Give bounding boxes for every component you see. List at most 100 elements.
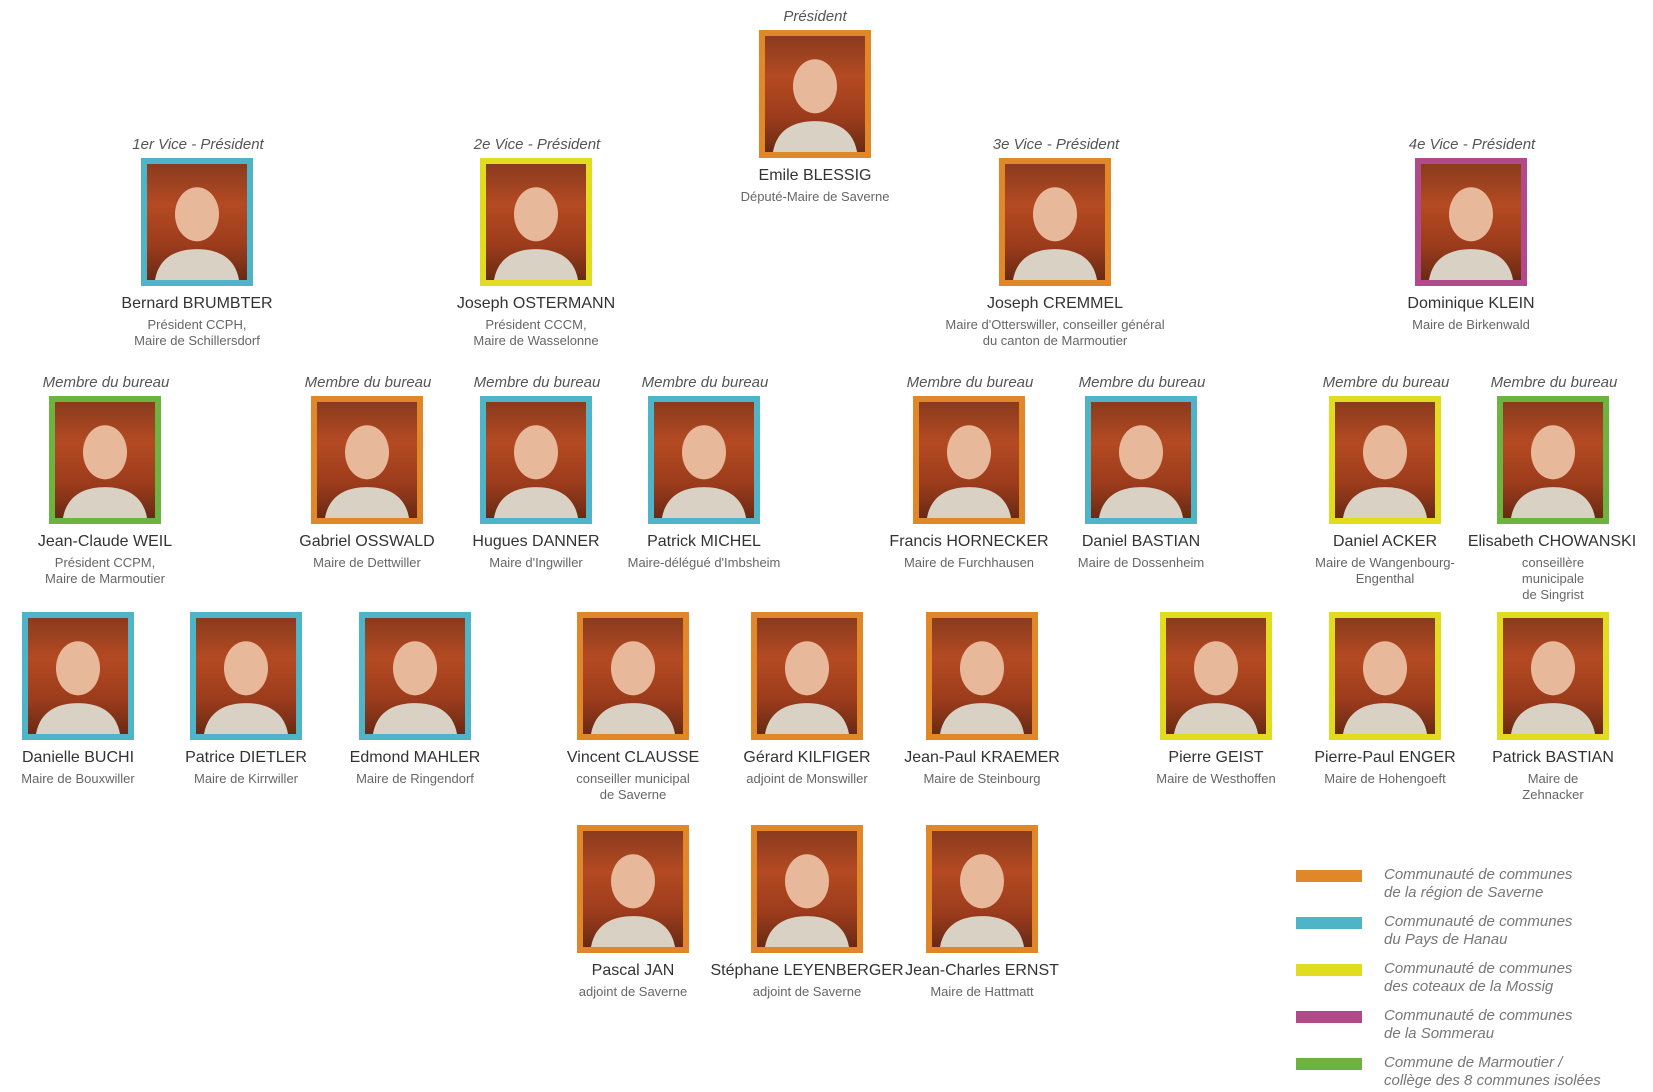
member-photo bbox=[926, 825, 1038, 953]
face-shape bbox=[960, 854, 1004, 909]
member-description: Maire de Birkenwald bbox=[1412, 317, 1530, 332]
member-photo bbox=[751, 825, 863, 953]
role-label: Membre du bureau bbox=[304, 374, 432, 391]
portrait-silhouette bbox=[591, 854, 675, 947]
legend-swatch bbox=[1296, 917, 1362, 929]
member-description: Maire de Dettwiller bbox=[313, 555, 421, 570]
member-name: Joseph CREMMEL bbox=[986, 295, 1124, 312]
portrait-silhouette bbox=[1511, 425, 1595, 518]
shoulders-shape bbox=[494, 249, 578, 280]
member-description: Maire d'Otterswiller, conseiller général… bbox=[945, 317, 1165, 348]
member-name: Joseph OSTERMANN bbox=[456, 295, 616, 312]
shoulders-shape bbox=[36, 703, 120, 734]
legend-label: Communauté de communes de la région de S… bbox=[1384, 866, 1573, 901]
portrait-silhouette bbox=[940, 854, 1024, 947]
role-label: 1er Vice - Président bbox=[132, 136, 264, 153]
role-label: Membre du bureau bbox=[1078, 374, 1206, 391]
member-description: Maire de Westhoffen bbox=[1156, 771, 1276, 786]
role-label: Membre du bureau bbox=[1322, 374, 1450, 391]
face-shape bbox=[611, 854, 655, 909]
member-photo bbox=[751, 612, 863, 740]
member-name: Vincent CLAUSSE bbox=[566, 749, 700, 766]
legend-label: Commune de Marmoutier / collège des 8 co… bbox=[1384, 1054, 1601, 1089]
role-label: 4e Vice - Président bbox=[1408, 136, 1536, 153]
member-description: Maire de Steinbourg bbox=[923, 771, 1041, 786]
shoulders-shape bbox=[325, 487, 409, 518]
face-shape bbox=[514, 425, 558, 480]
member-name: Pierre-Paul ENGER bbox=[1314, 749, 1456, 766]
member-photo bbox=[759, 30, 871, 158]
member-name: Francis HORNECKER bbox=[889, 533, 1049, 550]
shoulders-shape bbox=[940, 703, 1024, 734]
member-name: Edmond MAHLER bbox=[349, 749, 481, 766]
shoulders-shape bbox=[1429, 249, 1513, 280]
member-description: Maire-délégué d'Imbsheim bbox=[627, 555, 781, 570]
legend-swatch bbox=[1296, 870, 1362, 882]
member-description: Maire de Hohengoeft bbox=[1324, 771, 1446, 786]
member-name: Bernard BRUMBTER bbox=[121, 295, 273, 312]
shoulders-shape bbox=[1511, 703, 1595, 734]
face-shape bbox=[611, 641, 655, 696]
face-shape bbox=[393, 641, 437, 696]
shoulders-shape bbox=[662, 487, 746, 518]
member-photo bbox=[1415, 158, 1527, 286]
member-photo bbox=[480, 158, 592, 286]
member-photo bbox=[1160, 612, 1272, 740]
member-description: Maire de Furchhausen bbox=[903, 555, 1035, 570]
shoulders-shape bbox=[494, 487, 578, 518]
face-shape bbox=[1363, 425, 1407, 480]
shoulders-shape bbox=[927, 487, 1011, 518]
member-name: Patrick BASTIAN bbox=[1492, 749, 1614, 766]
shoulders-shape bbox=[373, 703, 457, 734]
portrait-silhouette bbox=[1429, 187, 1513, 280]
member-description: Maire de Wangenbourg- Engenthal bbox=[1315, 555, 1455, 586]
portrait-silhouette bbox=[204, 641, 288, 734]
portrait-silhouette bbox=[773, 59, 857, 152]
member-photo bbox=[359, 612, 471, 740]
member-name: Daniel BASTIAN bbox=[1081, 533, 1201, 550]
shoulders-shape bbox=[773, 121, 857, 152]
member-photo bbox=[22, 612, 134, 740]
face-shape bbox=[83, 425, 127, 480]
portrait-silhouette bbox=[1099, 425, 1183, 518]
face-shape bbox=[682, 425, 726, 480]
face-shape bbox=[56, 641, 100, 696]
member-description: adjoint de Monswiller bbox=[746, 771, 868, 786]
face-shape bbox=[1531, 641, 1575, 696]
portrait-silhouette bbox=[940, 641, 1024, 734]
face-shape bbox=[793, 59, 837, 114]
shoulders-shape bbox=[765, 703, 849, 734]
role-label: Président bbox=[783, 8, 847, 25]
member-name: Jean-Charles ERNST bbox=[905, 962, 1059, 979]
face-shape bbox=[960, 641, 1004, 696]
face-shape bbox=[345, 425, 389, 480]
portrait-silhouette bbox=[1511, 641, 1595, 734]
shoulders-shape bbox=[63, 487, 147, 518]
role-label: Membre du bureau bbox=[42, 374, 170, 391]
portrait-silhouette bbox=[1343, 641, 1427, 734]
member-photo bbox=[577, 612, 689, 740]
face-shape bbox=[514, 187, 558, 242]
face-shape bbox=[947, 425, 991, 480]
member-name: Hugues DANNER bbox=[472, 533, 600, 550]
member-name: Daniel ACKER bbox=[1332, 533, 1438, 550]
member-name: Dominique KLEIN bbox=[1407, 295, 1535, 312]
portrait-silhouette bbox=[494, 187, 578, 280]
member-name: Emile BLESSIG bbox=[758, 167, 872, 184]
portrait-silhouette bbox=[662, 425, 746, 518]
shoulders-shape bbox=[1343, 487, 1427, 518]
shoulders-shape bbox=[1511, 487, 1595, 518]
face-shape bbox=[1119, 425, 1163, 480]
member-description: Maire de Bouxwiller bbox=[21, 771, 135, 786]
portrait-silhouette bbox=[63, 425, 147, 518]
portrait-silhouette bbox=[765, 641, 849, 734]
member-photo bbox=[141, 158, 253, 286]
face-shape bbox=[175, 187, 219, 242]
legend-swatch bbox=[1296, 1058, 1362, 1070]
face-shape bbox=[1363, 641, 1407, 696]
shoulders-shape bbox=[940, 916, 1024, 947]
legend-label: Communauté de communes du Pays de Hanau bbox=[1384, 913, 1573, 948]
member-name: Elisabeth CHOWANSKI bbox=[1467, 533, 1637, 550]
portrait-silhouette bbox=[927, 425, 1011, 518]
member-description: Maire de Ringendorf bbox=[356, 771, 474, 786]
